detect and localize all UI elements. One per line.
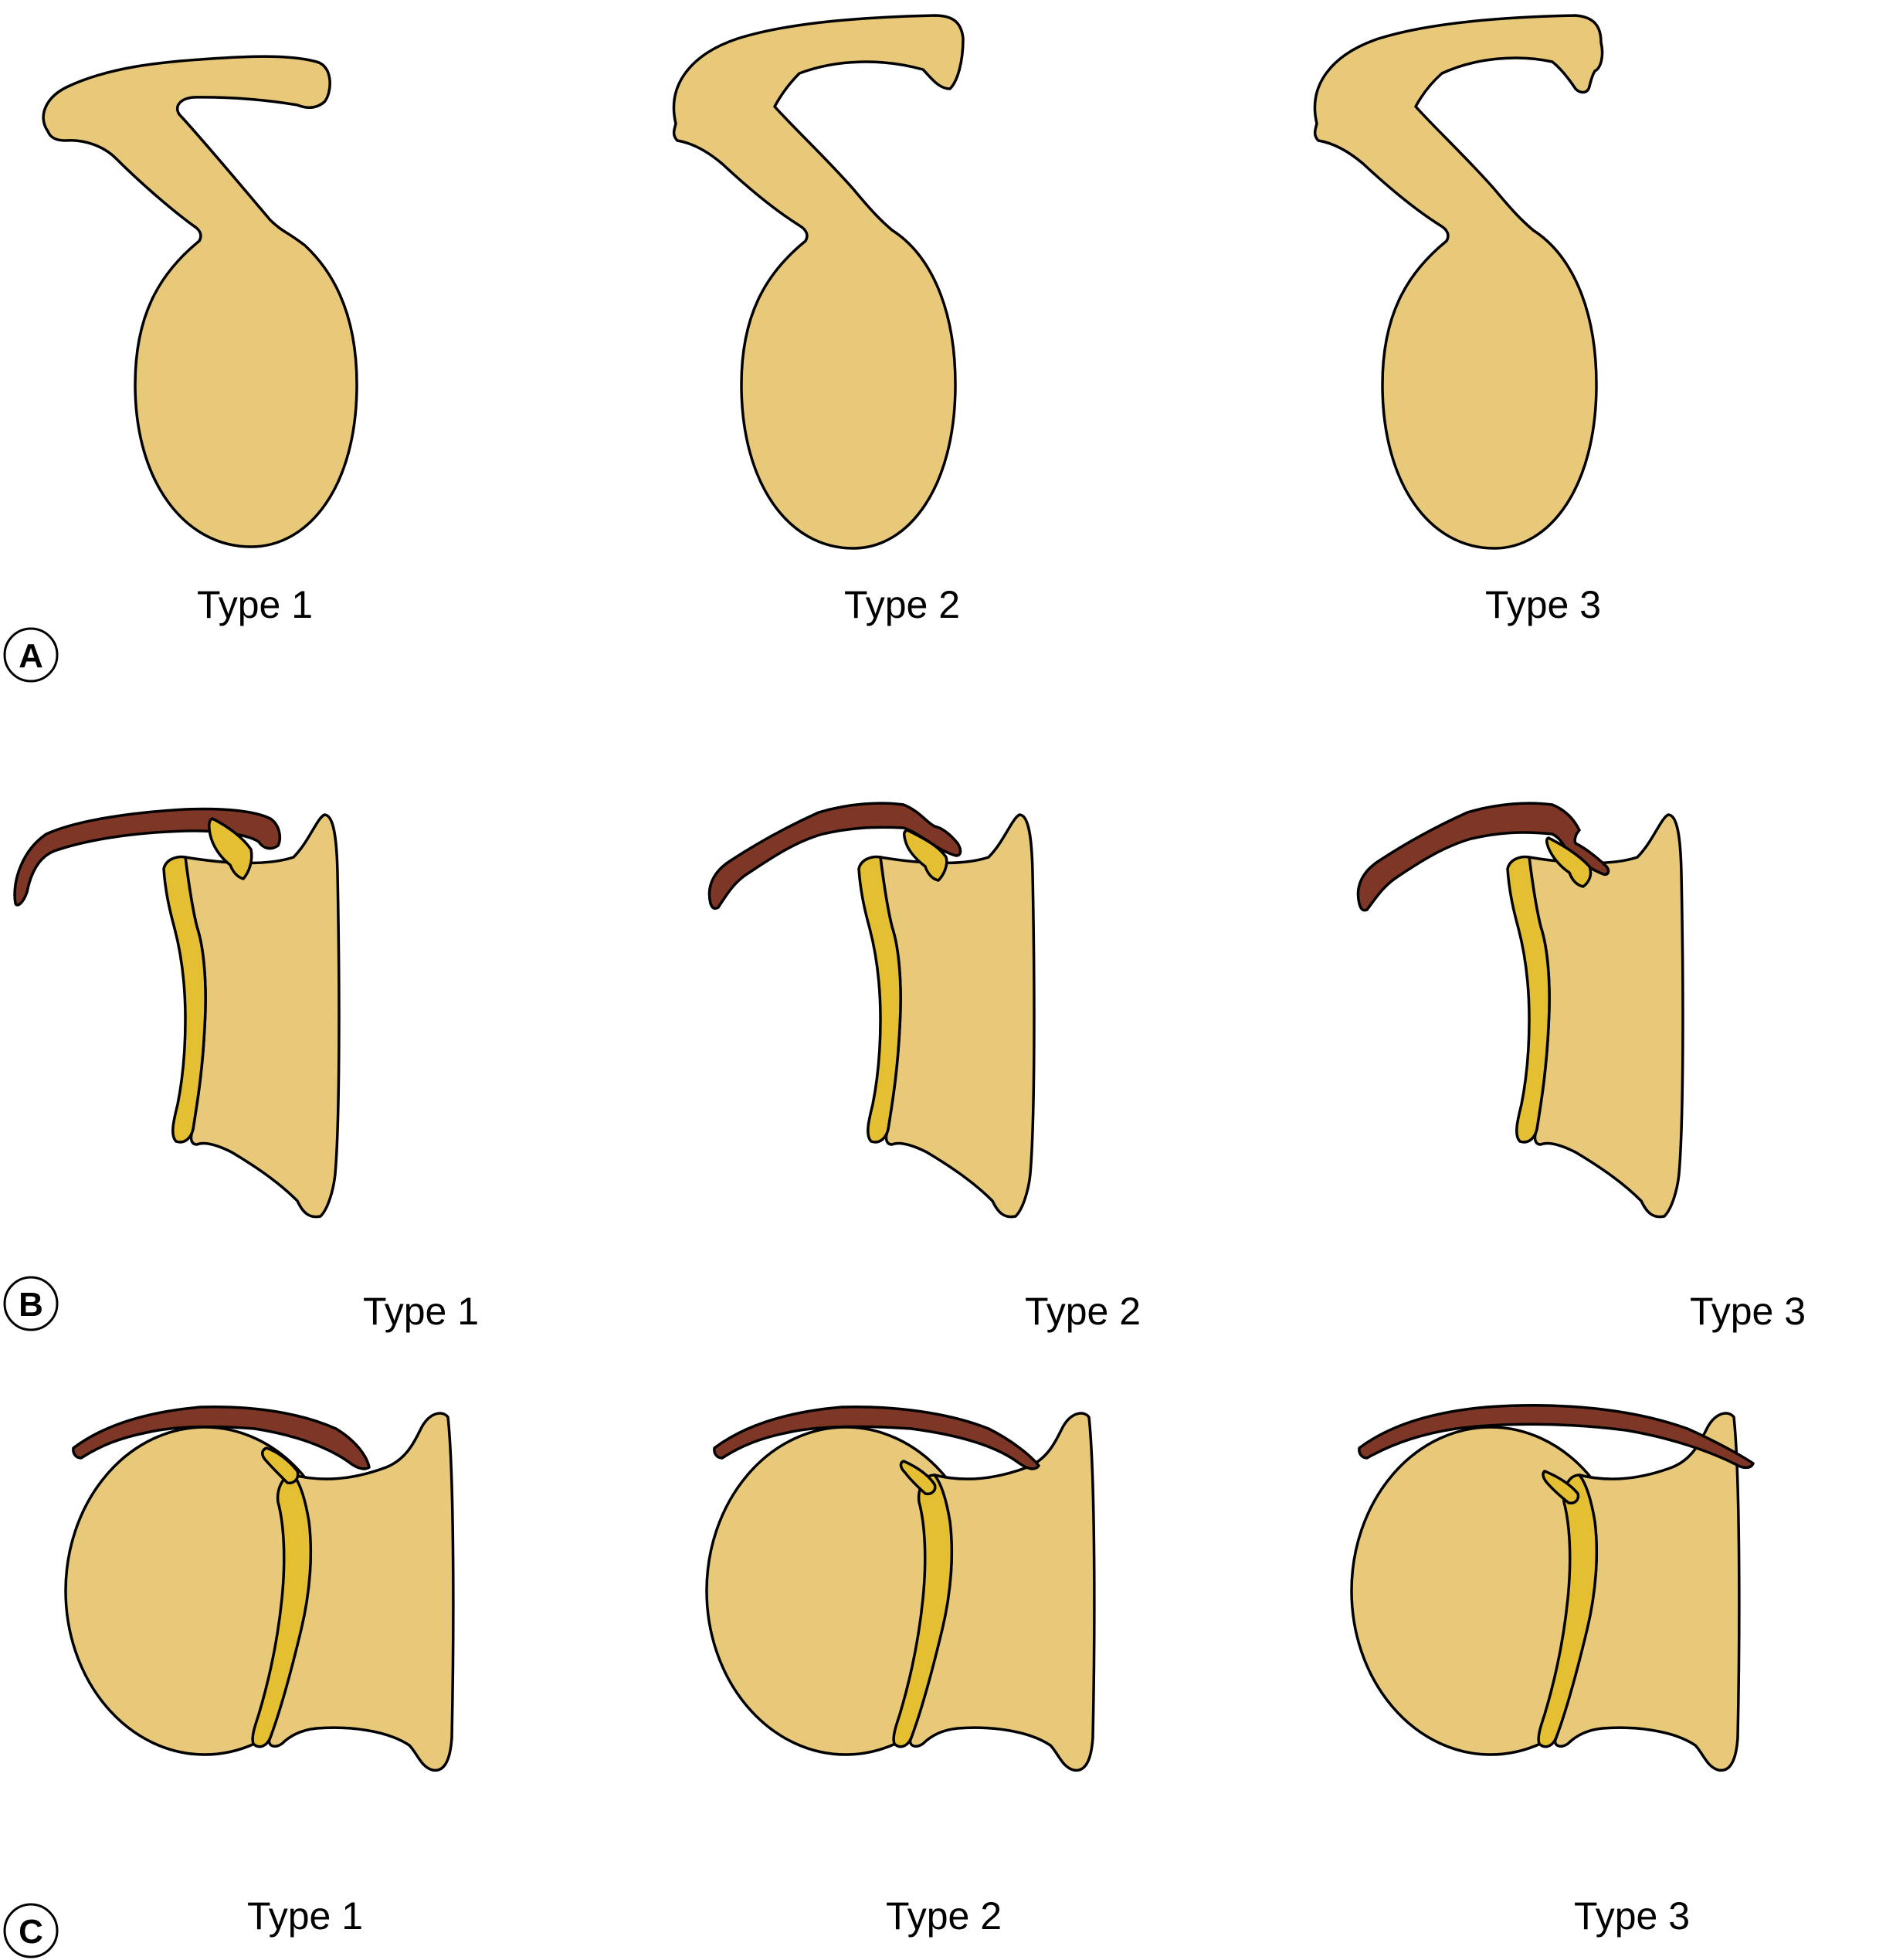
panel-a: Type 1 Type 2 Type 3 A	[3, 14, 1604, 683]
panel-c-type2-drawing	[707, 1407, 1094, 1771]
panel-b-type1-label: Type 1	[363, 1290, 479, 1333]
panel-c-type3-drawing	[1352, 1406, 1753, 1771]
panel-c-type2-label: Type 2	[886, 1894, 1002, 1938]
panel-b-type2-label: Type 2	[1025, 1290, 1141, 1333]
panel-b-type2-drawing	[709, 803, 1033, 1216]
panel-b-type1-drawing	[15, 809, 339, 1217]
panel-c: Type 1 Type 2 Type 3 C	[3, 1406, 1753, 1958]
panel-c-type1-drawing	[66, 1407, 453, 1771]
panel-a-type3-label: Type 3	[1485, 583, 1601, 626]
panel-c-letter: C	[19, 1913, 43, 1951]
panel-c-letter-badge	[3, 1903, 59, 1958]
panel-b-type3-label: Type 3	[1690, 1290, 1806, 1333]
panel-a-type3-drawing	[1313, 14, 1604, 550]
panel-a-letter-badge	[3, 627, 59, 683]
panel-c-type3-label: Type 3	[1574, 1894, 1690, 1938]
panel-b-letter: B	[19, 1286, 43, 1324]
panel-b-letter-badge	[3, 1276, 59, 1331]
panel-a-type2-drawing	[672, 14, 965, 550]
panel-a-type1-label: Type 1	[197, 583, 313, 626]
panel-b-type3-drawing	[1358, 803, 1682, 1216]
panel-a-letter: A	[19, 637, 43, 675]
panel-b: Type 1 Type 2 Type 3 B	[3, 803, 1806, 1333]
panel-a-type1-drawing	[42, 55, 358, 548]
panel-c-type1-label: Type 1	[247, 1894, 363, 1938]
panel-a-type2-label: Type 2	[844, 583, 960, 626]
